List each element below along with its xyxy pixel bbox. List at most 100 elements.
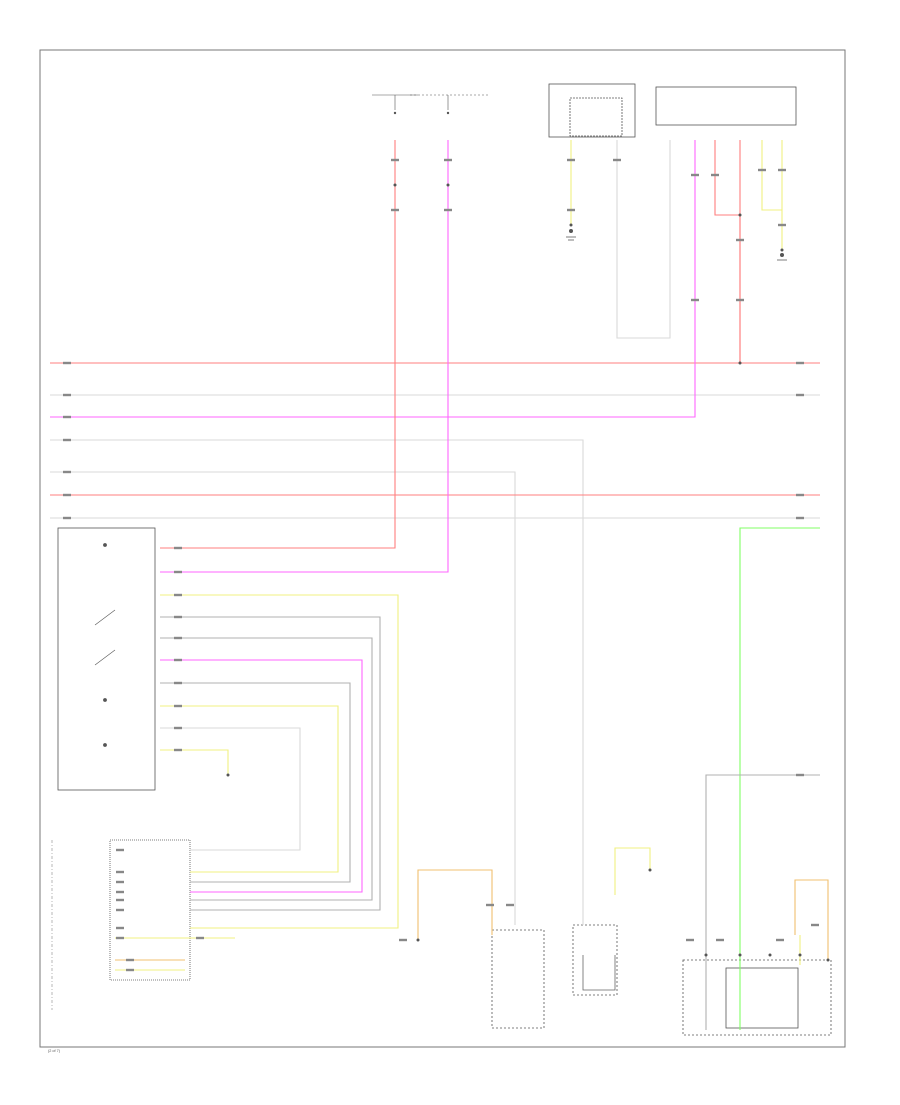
wire-13 (761, 140, 783, 250)
front-control-module-box (548, 83, 636, 138)
wire-3 (50, 439, 584, 925)
splice-1 (738, 213, 742, 217)
splice-layer (226, 183, 830, 962)
wire-label-mark-3 (63, 438, 71, 442)
rear-module-outer (682, 959, 832, 1036)
module-internal-box (569, 97, 623, 137)
splice-11 (826, 958, 830, 962)
wire-label-mark-50 (686, 938, 694, 942)
wire-label-mark-23 (116, 870, 124, 874)
wire-17 (160, 616, 381, 911)
wire-label-mark-45 (758, 168, 766, 172)
wire-23 (160, 749, 229, 775)
wire-label-mark-14 (174, 593, 182, 597)
wire-label-mark-49 (506, 903, 514, 907)
splice-5 (416, 938, 420, 942)
wire-label-mark-15 (174, 615, 182, 619)
diagram-frame (39, 49, 846, 1048)
wire-label-mark-12 (174, 546, 182, 550)
wire-label-mark-39 (613, 158, 621, 162)
wire-29 (582, 955, 616, 991)
rear-module-box (725, 967, 799, 1029)
wire-20 (160, 682, 351, 883)
wire-label-mark-42 (711, 173, 719, 177)
wire-label-mark-36 (444, 208, 452, 212)
wire-label-mark-1 (63, 393, 71, 397)
wire-11 (714, 140, 741, 363)
wire-label-mark-19 (174, 704, 182, 708)
wire-label-mark-46 (778, 168, 786, 172)
wire-label-mark-38 (567, 208, 575, 212)
label-layer (63, 158, 819, 972)
fuse-block-connector (372, 94, 490, 115)
splice-2 (738, 361, 742, 365)
wire-2 (50, 140, 696, 418)
wire-label-mark-37 (567, 158, 575, 162)
splice-8 (738, 953, 742, 957)
splice-0 (569, 223, 573, 227)
wire-label-mark-40 (691, 173, 699, 177)
wire-label-mark-18 (174, 681, 182, 685)
splice-4 (226, 773, 230, 777)
wire-label-mark-17 (174, 658, 182, 662)
wire-28 (614, 847, 651, 895)
wire-label-mark-54 (399, 938, 407, 942)
wire-7 (160, 140, 396, 549)
light-switch-box (57, 527, 156, 791)
wire-label-mark-5 (63, 493, 71, 497)
wire-label-mark-47 (778, 223, 786, 227)
wire-label-mark-29 (116, 936, 124, 940)
splice-9 (768, 953, 772, 957)
wire-21 (160, 705, 339, 873)
wire-label-mark-43 (736, 238, 744, 242)
wire-label-mark-21 (174, 748, 182, 752)
wire-label-mark-24 (116, 880, 124, 884)
light-switch-internals (94, 543, 116, 747)
wire-label-mark-31 (126, 958, 134, 962)
wire-30 (705, 774, 820, 1030)
wire-label-mark-35 (391, 208, 399, 212)
wire-label-mark-13 (174, 570, 182, 574)
page-footer: (2 of 7) (48, 1049, 61, 1053)
ground-symbol-1 (566, 229, 576, 241)
wire-15 (739, 527, 820, 1030)
wire-label-mark-34 (444, 158, 452, 162)
wire-10 (616, 140, 671, 339)
wire-19 (160, 659, 363, 893)
splice-6 (648, 868, 652, 872)
wire-label-mark-27 (116, 908, 124, 912)
wire-label-mark-4 (63, 470, 71, 474)
switch-box-center (572, 924, 618, 996)
wire-label-mark-10 (796, 516, 804, 520)
wire-label-mark-44 (736, 298, 744, 302)
wire-label-mark-25 (116, 890, 124, 894)
splice-12 (393, 183, 397, 187)
wire-label-mark-30 (196, 936, 204, 940)
relay-box (491, 929, 545, 1029)
wire-label-mark-52 (776, 938, 784, 942)
splice-13 (446, 183, 450, 187)
wire-label-mark-20 (174, 726, 182, 730)
wire-label-mark-32 (126, 968, 134, 972)
ground-symbol-2 (777, 253, 787, 261)
wire-label-mark-7 (796, 361, 804, 365)
wire-label-mark-33 (391, 158, 399, 162)
wire-label-mark-51 (716, 938, 724, 942)
wire-22 (160, 727, 301, 851)
wire-16 (160, 594, 399, 929)
splice-3 (780, 248, 784, 252)
wire-label-mark-6 (63, 516, 71, 520)
wire-27 (417, 869, 493, 940)
wire-label-mark-22 (116, 848, 124, 852)
right-control-module-box (655, 86, 797, 126)
wire-18 (160, 637, 373, 901)
wire-label-mark-8 (796, 393, 804, 397)
splice-10 (798, 953, 802, 957)
wire-4 (50, 471, 516, 925)
wire-label-mark-0 (63, 361, 71, 365)
wire-8 (160, 140, 449, 573)
wire-label-mark-9 (796, 493, 804, 497)
wire-label-mark-16 (174, 636, 182, 640)
